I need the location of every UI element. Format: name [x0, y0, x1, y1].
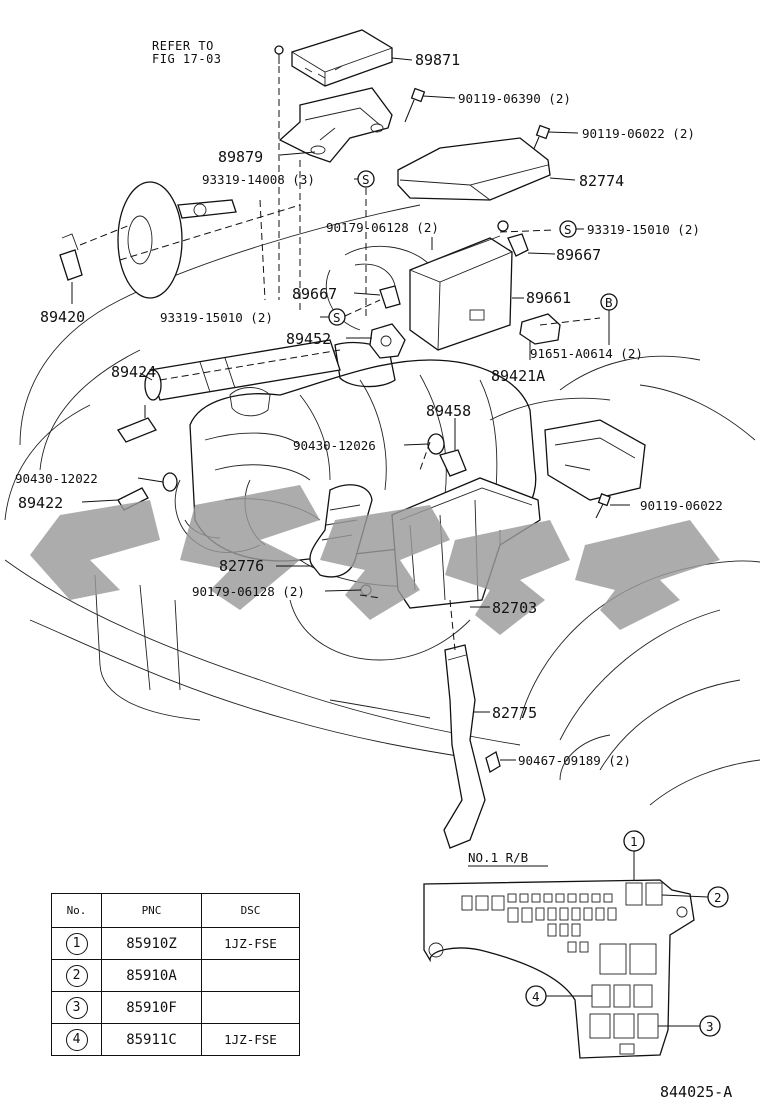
bolt-refer [274, 45, 284, 64]
bolt-90119-06390 [404, 87, 426, 123]
row-dsc [201, 991, 300, 1024]
row-no: 2 [51, 959, 102, 992]
gasket-90430-12022 [162, 472, 178, 492]
label-89424: 89424 [111, 363, 156, 381]
no-marker: 3 [65, 996, 88, 1019]
svg-text:3: 3 [706, 1019, 714, 1034]
b-symbol: B [605, 295, 613, 310]
bolt-90119-06022-upper [529, 124, 551, 159]
relay-marker-2: 2 [661, 886, 729, 908]
header-dsc: DSC [201, 893, 300, 928]
header-no: No. [51, 893, 102, 928]
part-89667-bracket-left [379, 285, 401, 309]
label-90119-06022-lower: 90119-06022 [640, 498, 723, 513]
refer-note-line1: REFER TO [152, 39, 214, 53]
label-89667-right: 89667 [556, 246, 601, 264]
no-marker: 2 [65, 964, 88, 987]
figure-code: 844025-A [660, 1083, 732, 1101]
part-89871-module [291, 29, 393, 87]
relay-marker-1: 1 [623, 830, 645, 880]
refer-note-line2: FIG 17-03 [152, 52, 222, 66]
svg-text:4: 4 [532, 989, 540, 1004]
label-93319-15010-lower: 93319-15010 (2) [160, 310, 273, 325]
label-89661: 89661 [526, 289, 571, 307]
nut-90179-06128-upper [497, 220, 509, 232]
watermark [30, 485, 720, 635]
row-dsc [201, 959, 300, 992]
s-symbol-15010-upper: S [564, 222, 572, 237]
brake-booster [117, 181, 237, 299]
part-89424-sensor [117, 405, 157, 443]
leader-lines [71, 57, 630, 761]
bolt-90119-06022-lower [595, 493, 611, 519]
gasket-90430-12026 [427, 433, 445, 455]
s-symbol-15010-lower: S [333, 310, 341, 325]
no-marker: 4 [65, 1028, 88, 1051]
s-symbol-14008: S [362, 172, 370, 187]
table-row: 3 85910F [51, 991, 300, 1024]
row-pnc: 85911C [101, 1023, 202, 1056]
intake-duct [144, 339, 341, 401]
row-dsc: 1JZ-FSE [201, 927, 300, 960]
svg-text:2: 2 [714, 890, 722, 905]
label-90430-12022: 90430-12022 [15, 471, 98, 486]
pnc-table: No. PNC DSC 1 85910Z 1JZ-FSE 2 85910A 3 … [51, 893, 300, 1056]
label-82776: 82776 [219, 557, 264, 575]
label-89458: 89458 [426, 402, 471, 420]
relay-marker-3: 3 [658, 1015, 721, 1037]
label-90430-12026: 90430-12026 [293, 438, 376, 453]
clip-90467 [485, 751, 501, 773]
label-90119-06390: 90119-06390 (2) [458, 91, 571, 106]
part-89661-ecu [409, 235, 513, 351]
table-row: 1 85910Z 1JZ-FSE [51, 927, 300, 960]
part-89879-bracket [278, 87, 393, 163]
row-pnc: 85910A [101, 959, 202, 992]
label-82774: 82774 [579, 172, 624, 190]
label-90467-09189: 90467-09189 (2) [518, 753, 631, 768]
row-no: 1 [51, 927, 102, 960]
table-header-row: No. PNC DSC [51, 893, 300, 928]
row-dsc: 1JZ-FSE [201, 1023, 300, 1056]
row-pnc: 85910Z [101, 927, 202, 960]
label-90179-06128-upper: 90179-06128 (2) [326, 220, 439, 235]
part-89452-sensor [369, 323, 406, 359]
part-89420-sensor [59, 249, 83, 281]
label-90119-06022-upper: 90119-06022 (2) [582, 126, 695, 141]
part-82774-cover [397, 137, 551, 201]
dashed-leaders [79, 66, 630, 651]
part-82775-duct [443, 644, 486, 849]
no-marker: 1 [65, 932, 88, 955]
label-89667-left: 89667 [292, 285, 337, 303]
label-93319-14008: 93319-14008 (3) [202, 172, 315, 187]
row-no: 4 [51, 1023, 102, 1056]
part-89421a-sensor [519, 313, 561, 345]
row-pnc: 85910F [101, 991, 202, 1024]
svg-text:1: 1 [630, 834, 638, 849]
label-90179-06128-lower: 90179-06128 (2) [192, 584, 305, 599]
part-89667-bracket-right [507, 233, 529, 257]
relay-marker-4: 4 [525, 985, 592, 1007]
label-91651-a0614: 91651-A0614 (2) [530, 346, 643, 361]
relay-box [423, 879, 695, 1059]
label-82775: 82775 [492, 704, 537, 722]
label-89421a: 89421A [491, 367, 545, 385]
table-row: 4 85911C 1JZ-FSE [51, 1023, 300, 1056]
row-no: 3 [51, 991, 102, 1024]
table-row: 2 85910A [51, 959, 300, 992]
label-89452: 89452 [286, 330, 331, 348]
header-pnc: PNC [101, 893, 202, 928]
label-93319-15010-upper: 93319-15010 (2) [587, 222, 700, 237]
part-89458-sensor [439, 449, 467, 477]
label-89422: 89422 [18, 494, 63, 512]
right-bracket [544, 419, 646, 501]
label-89420: 89420 [40, 308, 85, 326]
relay-box-title: NO.1 R/B [468, 850, 528, 865]
label-89871: 89871 [415, 51, 460, 69]
label-89879: 89879 [218, 148, 263, 166]
label-82703: 82703 [492, 599, 537, 617]
